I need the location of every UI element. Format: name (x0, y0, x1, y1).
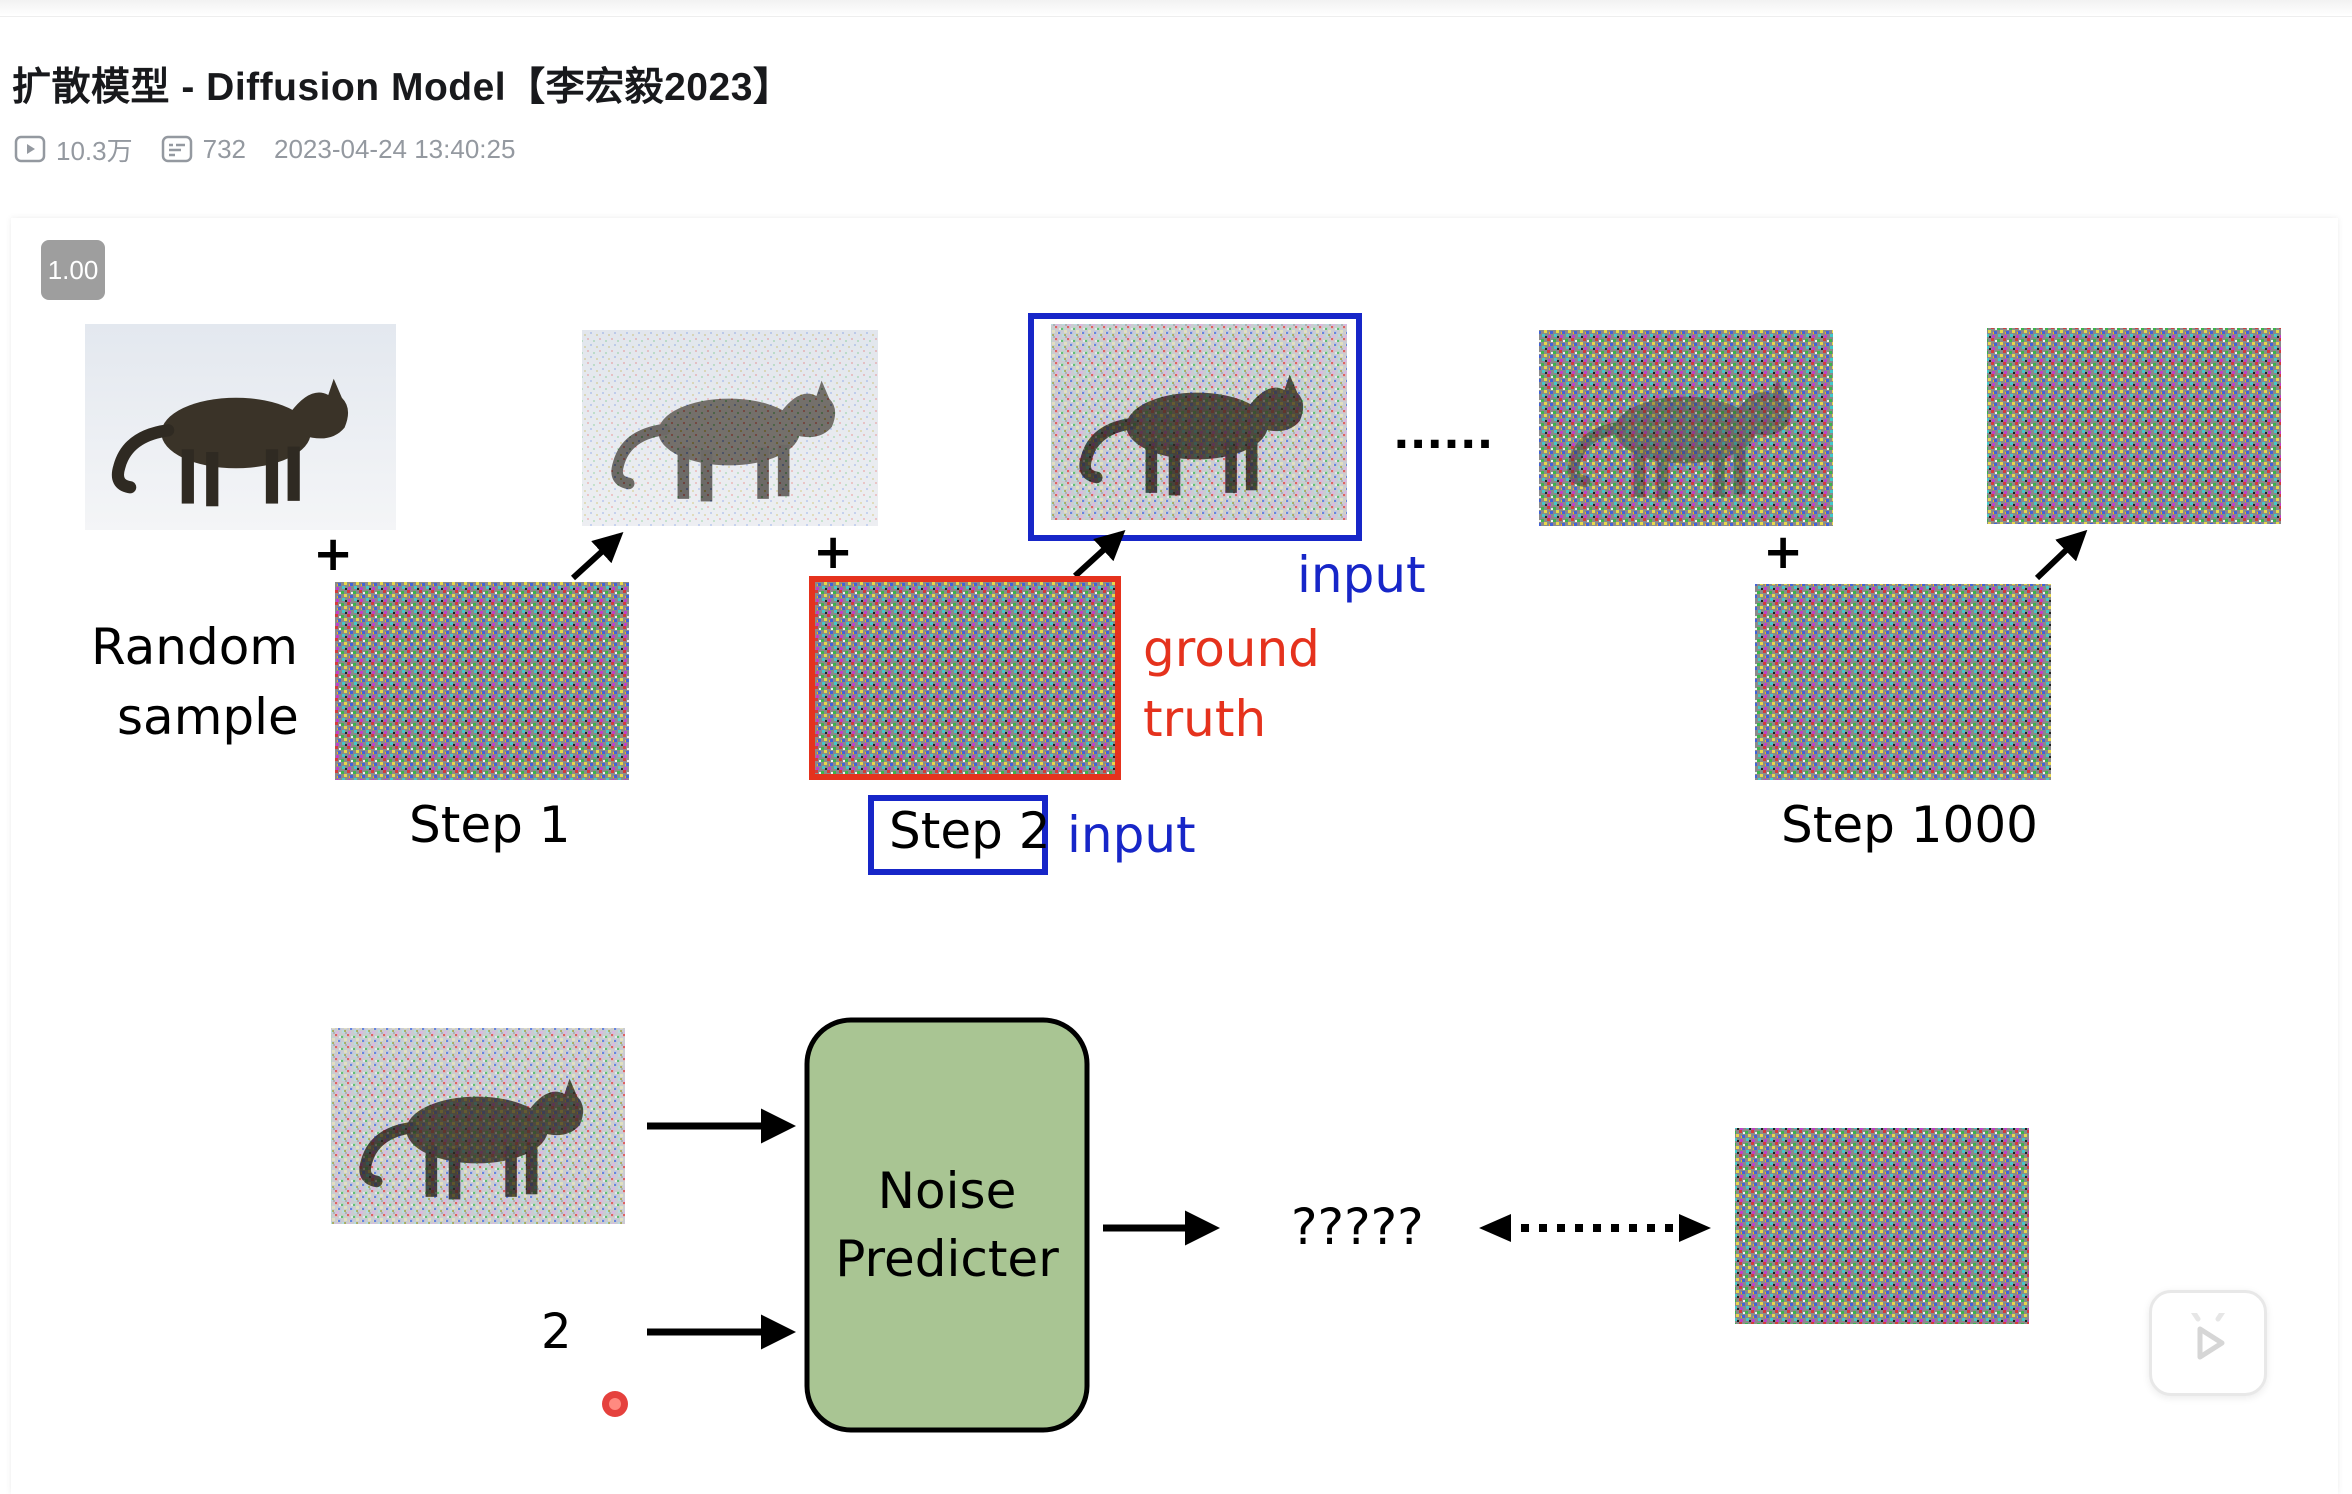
noise-step1 (335, 582, 629, 780)
views-count: 10.3万 (56, 135, 133, 166)
step2-label: Step 2 (889, 802, 1051, 860)
play-button[interactable] (2149, 1290, 2267, 1396)
pure-noise-image (1987, 328, 2281, 524)
ellipsis: ...... (1393, 408, 1493, 459)
laser-pointer-dot (602, 1391, 628, 1417)
publish-time: 2023-04-24 13:40:25 (274, 133, 516, 164)
input-label-step: input (1067, 806, 1196, 864)
step1-label: Step 1 (409, 796, 571, 854)
noisy-cat-step1-image (582, 330, 878, 526)
danmaku-stat: 732 (161, 134, 246, 165)
plus-sign-2: + (813, 524, 853, 580)
ground-truth-label-line2: truth (1143, 690, 1266, 748)
noise-predictor-block: Noise Predicter (804, 1017, 1090, 1433)
step-input-value: 2 (541, 1304, 572, 1360)
output-placeholder: ????? (1291, 1198, 1424, 1256)
step2-highlight-box (868, 795, 1048, 875)
play-count-icon (14, 135, 46, 163)
noise-step2-ground-truth (809, 576, 1121, 780)
video-player[interactable]: ...... + + + input Random sample ground … (11, 218, 2338, 1494)
noise-step1000 (1755, 584, 2051, 780)
arrow-step2 (1072, 529, 1126, 579)
input-noisy-cat-image (331, 1028, 625, 1224)
playback-speed-badge[interactable]: 1.00 (41, 240, 105, 300)
top-bar (0, 0, 2352, 17)
ground-truth-label-line1: ground (1143, 620, 1320, 678)
video-title: 扩散模型 - Diffusion Model【李宏毅2023】 (12, 66, 793, 109)
play-icon (2190, 1313, 2226, 1360)
random-sample-label-line2: sample (117, 688, 299, 746)
target-noise-image (1735, 1128, 2029, 1324)
original-cat-image (85, 324, 396, 530)
input-label-top: input (1297, 546, 1426, 604)
video-meta: 10.3万 732 2023-04-24 13:40:25 (14, 132, 543, 166)
noise-predictor-label-line1: Noise (878, 1162, 1017, 1220)
noisy-cat-step2-image (1028, 313, 1362, 541)
noise-predictor-label-line2: Predicter (835, 1230, 1059, 1288)
views-stat: 10.3万 (14, 131, 133, 168)
arrow-step1000 (2034, 529, 2088, 581)
lecture-slide: ...... + + + input Random sample ground … (85, 313, 2281, 1433)
plus-sign-3: + (1763, 524, 1803, 580)
danmaku-count: 732 (202, 133, 246, 164)
arrow-step1 (570, 531, 624, 581)
random-sample-label-line1: Random (91, 618, 298, 676)
dotted-double-arrow (1479, 1214, 1711, 1242)
noisy-cat-late-image (1539, 330, 1833, 526)
plus-sign-1: + (313, 526, 353, 582)
danmaku-icon (161, 135, 192, 163)
step1000-label: Step 1000 (1781, 796, 2038, 854)
